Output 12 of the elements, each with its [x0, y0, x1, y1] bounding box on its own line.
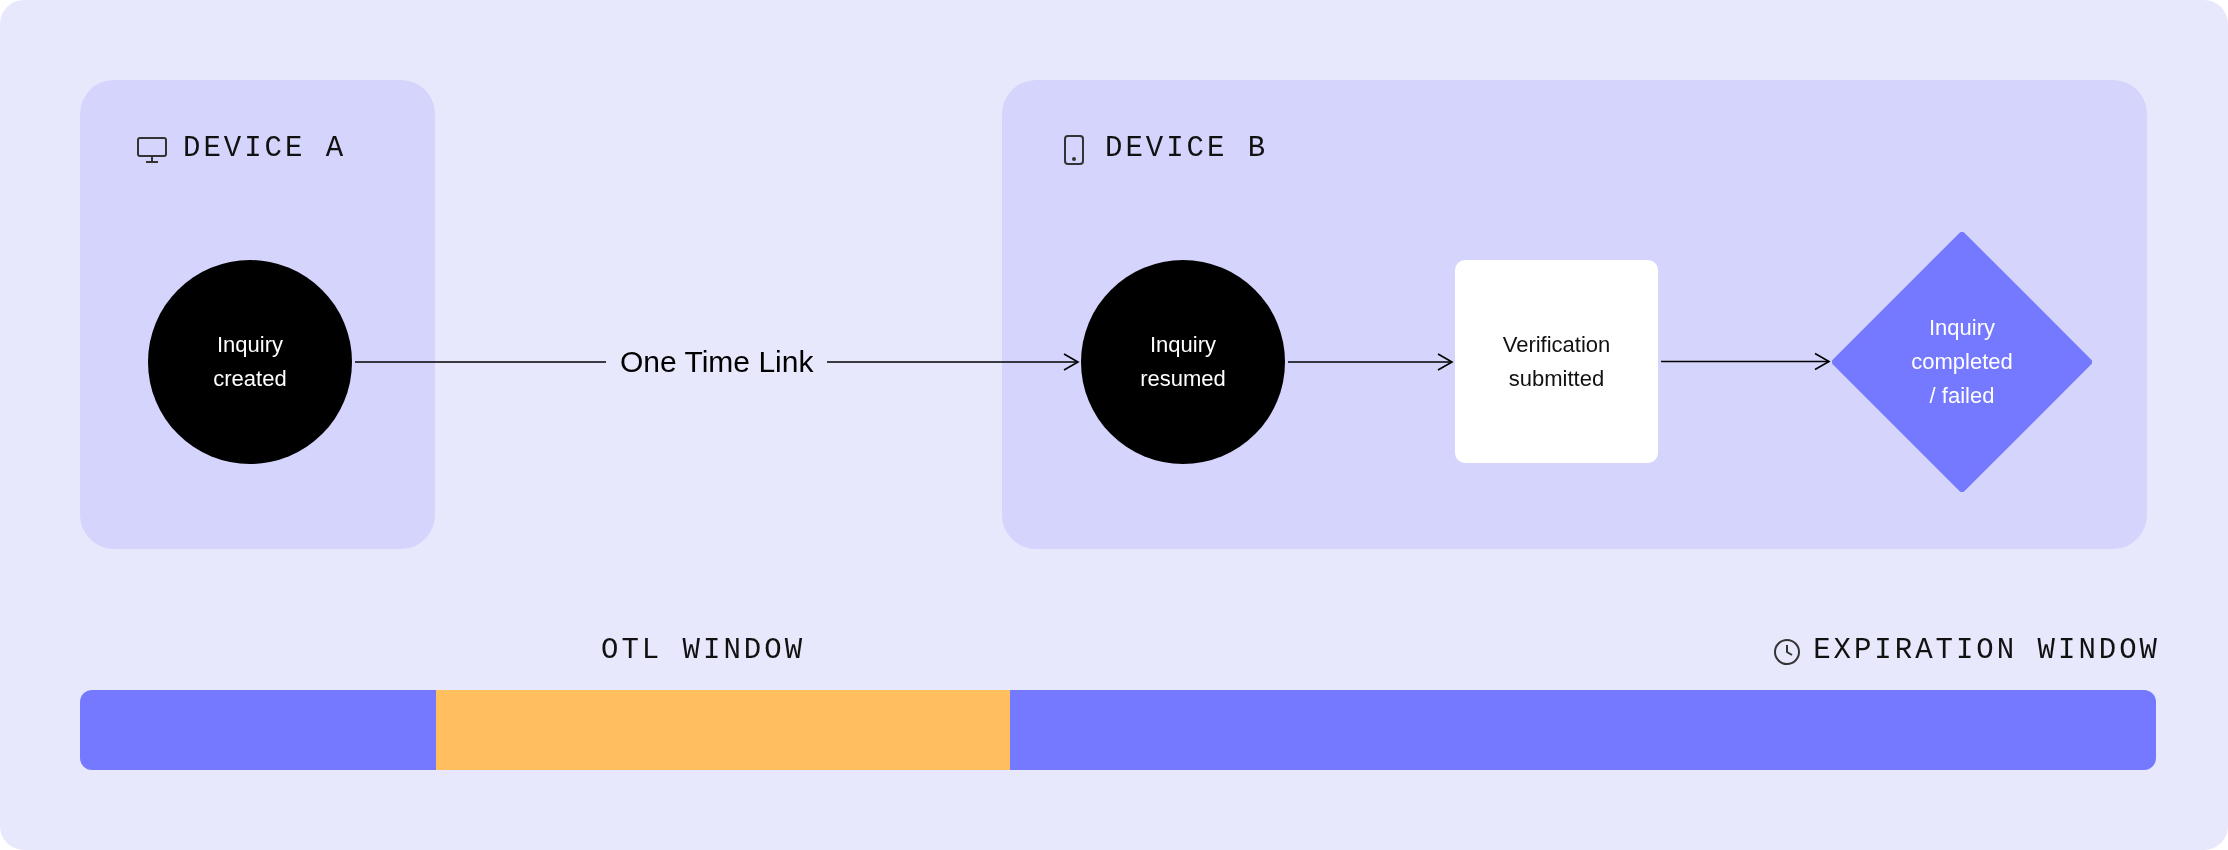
state-circle: Inquiry created — [148, 260, 352, 464]
decision-diamond: Inquiry completed / failed — [1832, 232, 2092, 492]
panel-heading: DEVICE B — [1105, 132, 1269, 165]
state-circle: Inquiry resumed — [1081, 260, 1285, 464]
window-label: OTL WINDOW — [601, 634, 806, 667]
device-panel — [80, 80, 435, 549]
arrow — [1287, 353, 1453, 371]
arrow — [1660, 352, 1830, 371]
device-panel — [1002, 80, 2147, 549]
panel-heading: DEVICE A — [183, 132, 347, 165]
process-box: Verification submitted — [1455, 260, 1658, 463]
window-label: EXPIRATION WINDOW — [1813, 634, 2160, 667]
